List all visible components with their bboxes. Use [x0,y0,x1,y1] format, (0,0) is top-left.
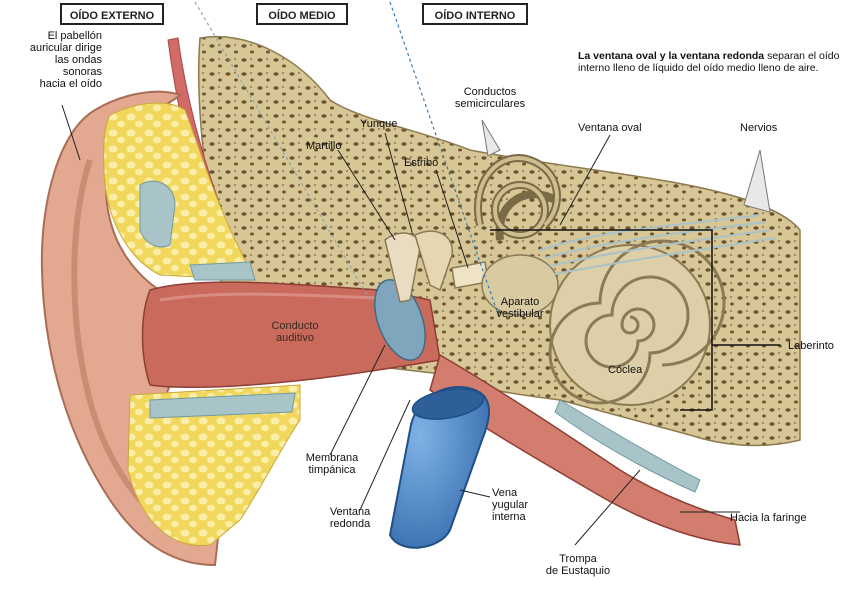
label-eustachian-tube: Trompa de Eustaquio [545,553,611,577]
label-nerves: Nervios [740,122,778,134]
label-semicircular-canals: Conductos semicirculares [454,86,526,110]
cochlea-spiral [548,239,726,405]
windows-note: La ventana oval y la ventana redonda sep… [578,50,840,74]
label-tympanic-membrane: Membrana timpánica [305,452,359,476]
canals-pointer [481,119,501,157]
nerves [539,214,776,275]
auricle-fold [71,159,143,502]
label-round-window: Ventana redonda [329,506,371,530]
label-ear-canal: Conducto auditivo [271,320,319,344]
ear-canal [141,281,441,388]
header-outer-ear: OÍDO EXTERNO [60,3,164,25]
label-malleus: Martillo [306,140,342,152]
vestibule [481,254,559,316]
label-incus: Yunque [360,118,398,130]
label-cochlea: Cóclea [608,364,643,376]
label-oval-window: Ventana oval [578,122,642,134]
cartilage-upper [139,180,256,281]
windows-note-rest: separan el oído interno lleno de líquido… [578,50,840,74]
windows-note-bold: La ventana oval y la ventana redonda [578,50,765,62]
label-to-pharynx: Hacia la faringe [730,512,807,524]
eustachian-tube-cartilage [554,399,701,493]
label-stapes: Estribo [404,157,439,169]
semicircular-canals-inner [476,156,559,237]
fat-tissue-lower [127,384,301,547]
labyrinth-bracket [490,229,713,411]
label-jugular-vein: Vena yugular interna [492,487,529,523]
boundary-middle-inner [389,1,501,321]
header-inner-ear: OÍDO INTERNO [422,3,528,25]
tympanic-membrane [374,279,426,361]
label-labyrinth: Laberinto [788,340,834,352]
incus [414,230,453,292]
label-pinna: El pabellón auricular dirige las ondas s… [29,30,102,90]
jugular-vein-opening [411,388,485,420]
leader-lines [61,104,740,546]
ear-canal-highlight [159,292,381,302]
nerve-pointer [743,149,771,213]
cartilage-lower [149,392,296,419]
header-middle-ear: OÍDO MEDIO [256,3,348,25]
label-vestibular-apparatus: Aparato vestibular [496,296,544,320]
eustachian-tube [429,353,741,546]
fat-tissue-upper [103,102,256,281]
